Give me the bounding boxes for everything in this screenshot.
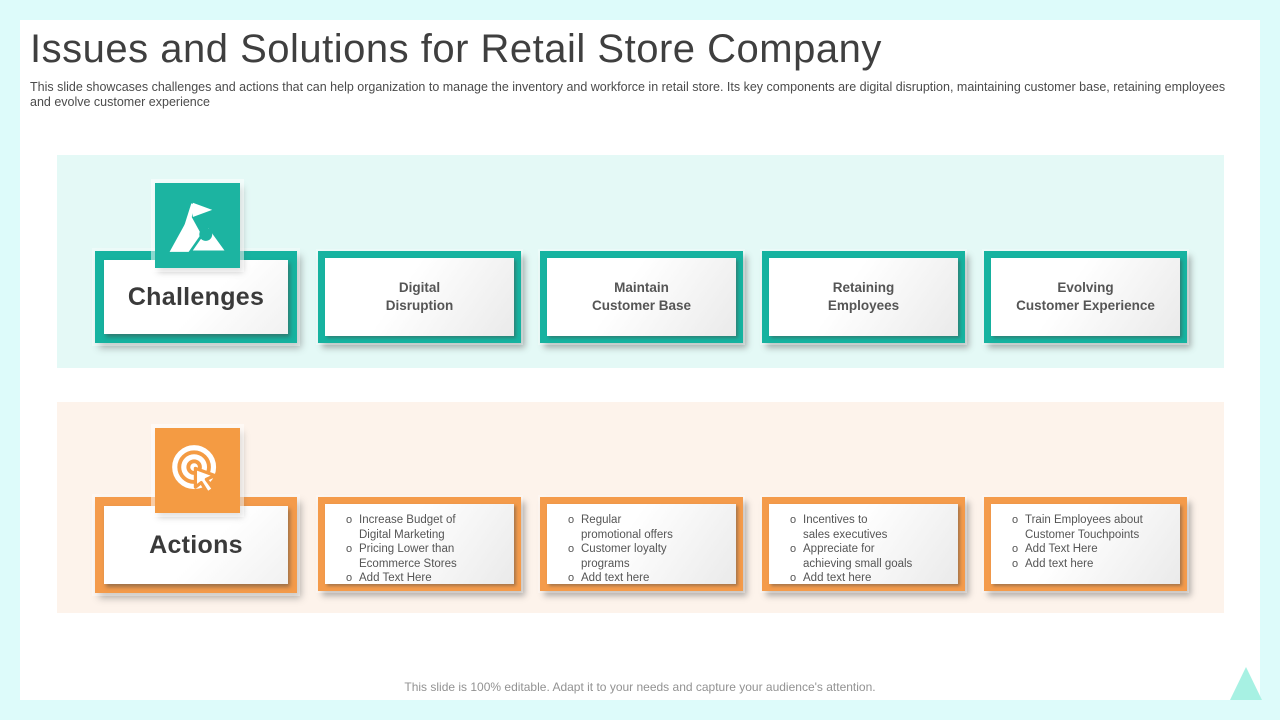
actions-label: Actions — [104, 506, 288, 584]
actions-label-box: Actions — [95, 497, 297, 593]
list-item: o Train Employees about Customer Touchpo… — [1005, 513, 1174, 542]
challenge-label: Digital Disruption — [325, 258, 514, 336]
bullet-icon: o — [789, 514, 797, 526]
challenge-label: Evolving Customer Experience — [991, 258, 1180, 336]
challenge-box-evolving-customer-experience: Evolving Customer Experience — [984, 251, 1187, 343]
list-item: o Add text here — [783, 571, 952, 586]
challenge-box-digital-disruption: Digital Disruption — [318, 251, 521, 343]
list-item: o Increase Budget of Digital Marketing — [339, 513, 508, 542]
bullet-icon: o — [345, 514, 353, 526]
bullet-icon: o — [345, 543, 353, 555]
list-item: o Add Text Here — [339, 571, 508, 586]
action-box-2: o Regular promotional offers o Customer … — [540, 497, 743, 591]
list-item: o Customer loyalty programs — [561, 542, 730, 571]
bullet-icon: o — [1011, 514, 1019, 526]
bullet-icon: o — [567, 514, 575, 526]
list-item: o Incentives to sales executives — [783, 513, 952, 542]
action-box-content: o Increase Budget of Digital Marketing o… — [325, 504, 514, 584]
slide-canvas: Issues and Solutions for Retail Store Co… — [20, 20, 1260, 700]
bullet-icon: o — [789, 572, 797, 584]
challenges-label: Challenges — [104, 260, 288, 334]
mountain-flag-icon — [169, 202, 229, 253]
action-box-content: o Incentives to sales executives o Appre… — [769, 504, 958, 584]
list-item: o Appreciate for achieving small goals — [783, 542, 952, 571]
target-click-icon — [171, 444, 216, 495]
bullet-icon: o — [789, 543, 797, 555]
bullet-icon: o — [345, 572, 353, 584]
page-title: Issues and Solutions for Retail Store Co… — [30, 27, 882, 71]
challenges-label-box: Challenges — [95, 251, 297, 343]
challenge-label: Retaining Employees — [769, 258, 958, 336]
editable-note: This slide is 100% editable. Adapt it to… — [404, 680, 876, 694]
bullet-icon: o — [567, 572, 575, 584]
actions-icon-tile — [155, 428, 240, 513]
page-subtitle: This slide showcases challenges and acti… — [30, 80, 1226, 109]
action-box-4: o Train Employees about Customer Touchpo… — [984, 497, 1187, 591]
action-box-1: o Increase Budget of Digital Marketing o… — [318, 497, 521, 591]
action-box-3: o Incentives to sales executives o Appre… — [762, 497, 965, 591]
challenge-label: Maintain Customer Base — [547, 258, 736, 336]
challenge-box-maintain-customer-base: Maintain Customer Base — [540, 251, 743, 343]
bullet-icon: o — [1011, 543, 1019, 555]
corner-triangle-decoration — [1230, 667, 1262, 700]
list-item: o Add Text Here — [1005, 542, 1174, 557]
bullet-icon: o — [1011, 557, 1019, 570]
challenges-icon-tile — [155, 183, 240, 268]
list-item: o Add text here — [561, 571, 730, 586]
list-item: o Regular promotional offers — [561, 513, 730, 542]
action-box-content: o Regular promotional offers o Customer … — [547, 504, 736, 584]
list-item: o Add text here — [1005, 557, 1174, 572]
action-box-content: o Train Employees about Customer Touchpo… — [991, 504, 1180, 584]
list-item: o Pricing Lower than Ecommerce Stores — [339, 542, 508, 571]
bullet-icon: o — [567, 543, 575, 555]
challenge-box-retaining-employees: Retaining Employees — [762, 251, 965, 343]
